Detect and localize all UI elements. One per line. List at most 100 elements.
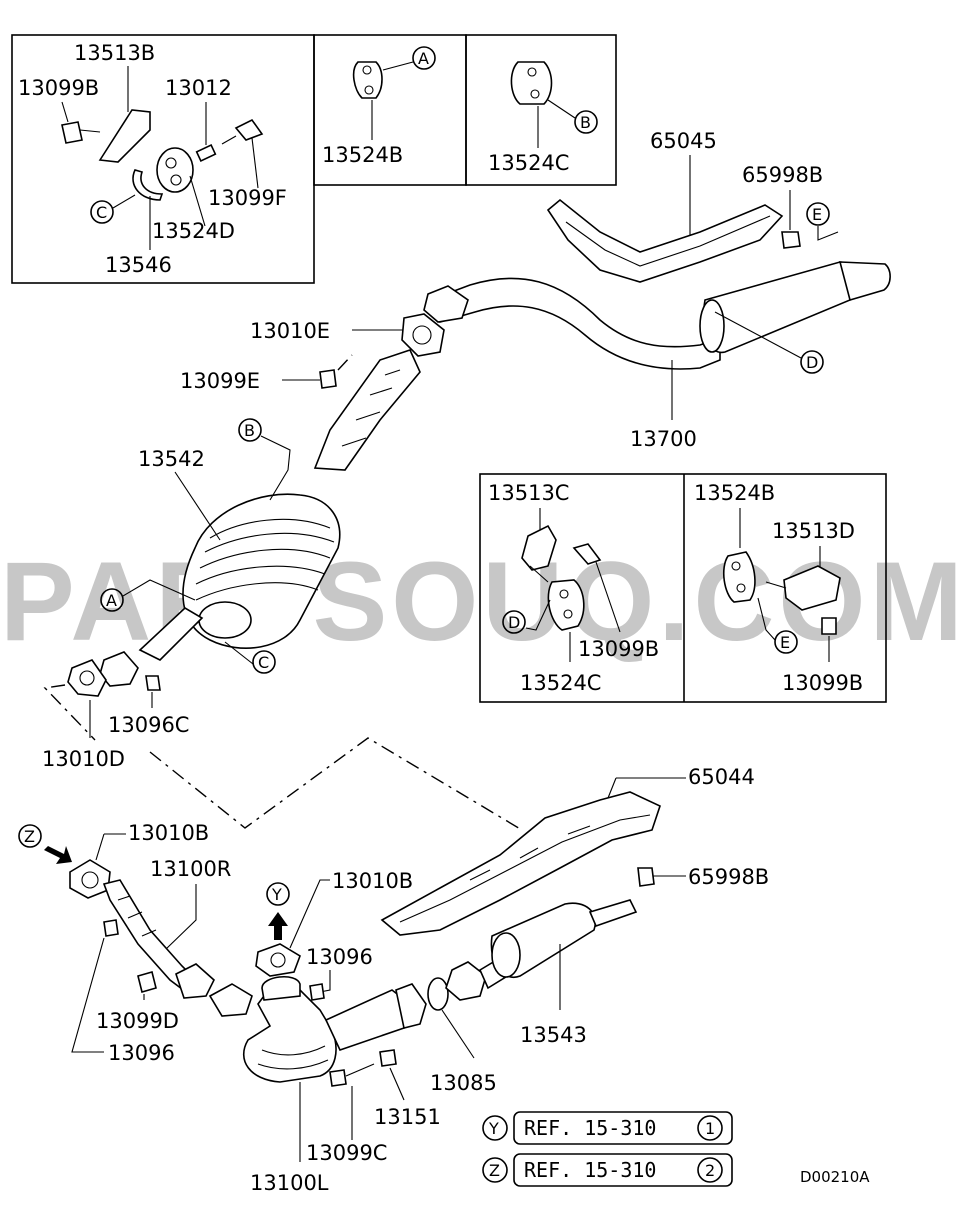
heat-shield-rib (565, 215, 771, 267)
part-label-13099C[interactable]: 13099C (306, 1141, 387, 1165)
part-label-13099B-rear-2[interactable]: 13099B (782, 671, 863, 695)
part-label-13096-left[interactable]: 13096 (108, 1041, 175, 1065)
gasket-ring-13085-shape (427, 977, 449, 1011)
dashed-guide (43, 684, 96, 741)
part-label-13542[interactable]: 13542 (138, 447, 205, 471)
pipe-corrugations (341, 369, 401, 447)
part-label-13010B-center[interactable]: 13010B (332, 869, 413, 893)
hanger-rod (260, 435, 291, 501)
part-label-13513B[interactable]: 13513B (74, 41, 155, 65)
bolt-shape (572, 543, 602, 565)
gasket-hole (81, 871, 99, 889)
part-label-13099D[interactable]: 13099D (96, 1009, 179, 1033)
gasket-13010E-shape (401, 313, 445, 357)
main-muffler-13700-shape (702, 261, 856, 354)
leader-line (757, 597, 776, 641)
muffler-end-cap (699, 299, 725, 353)
ref-number-circle-1 (697, 1115, 723, 1141)
marker-circle-C-mid (252, 650, 276, 674)
bolt-shank (79, 129, 101, 133)
flange-shape (208, 983, 253, 1017)
part-label-13096-center[interactable]: 13096 (306, 945, 373, 969)
part-label-13524D[interactable]: 13524D (152, 219, 235, 243)
gasket-13010B-center-shape (255, 943, 301, 977)
part-label-13099B-rear[interactable]: 13099B (578, 637, 659, 661)
flange-shape (395, 983, 427, 1029)
part-label-13513D[interactable]: 13513D (772, 519, 855, 543)
ref-text-Y[interactable]: REF. 15-310 (524, 1116, 656, 1140)
bolt-shank (221, 135, 237, 145)
bracket-13513C-shape (521, 524, 557, 571)
part-label-13546[interactable]: 13546 (105, 253, 172, 277)
silencer-outlet-pipe (588, 899, 638, 928)
rubber-hanger-13524B-shape (352, 61, 383, 99)
bolt-13099D-shape (137, 971, 157, 993)
marker-circle-E-rear (774, 630, 798, 654)
marker-circle-D-rear (502, 610, 526, 634)
part-label-65998B-lower[interactable]: 65998B (688, 865, 769, 889)
hanger-hole (530, 89, 540, 99)
leader-line (61, 101, 69, 123)
bolt-shape (234, 118, 264, 141)
part-label-65998B[interactable]: 65998B (742, 163, 823, 187)
y-pipe-13100L-shape (242, 987, 337, 1083)
part-label-13524B[interactable]: 13524B (322, 143, 403, 167)
part-label-13010E[interactable]: 13010E (250, 319, 330, 343)
part-label-13099B[interactable]: 13099B (18, 76, 99, 100)
gasket-13010B-shape (69, 859, 111, 899)
ref-text-Z[interactable]: REF. 15-310 (524, 1158, 656, 1182)
leader-line (164, 884, 197, 951)
part-label-13524C[interactable]: 13524C (488, 151, 569, 175)
part-label-65045[interactable]: 65045 (650, 129, 717, 153)
tail-tip-shape (838, 261, 891, 301)
ref-box-Z (513, 1153, 733, 1187)
part-label-13010B[interactable]: 13010B (128, 821, 209, 845)
hanger-hole (527, 67, 537, 77)
nut-shape (781, 231, 801, 249)
part-label-13085[interactable]: 13085 (430, 1071, 497, 1095)
muffler-ribs (195, 518, 335, 601)
marker-label-D: D (806, 353, 818, 372)
part-label-13100R[interactable]: 13100R (150, 857, 231, 881)
ref-number-circle-2 (697, 1157, 723, 1183)
part-label-13100L[interactable]: 13100L (250, 1171, 329, 1195)
marker-label-E: E (812, 205, 822, 224)
marker-label-A-mid: A (106, 591, 117, 610)
tailpipe-13700-shape (428, 277, 721, 370)
part-label-13524C-rear[interactable]: 13524C (520, 671, 601, 695)
part-label-13524B-rear[interactable]: 13524B (694, 481, 775, 505)
part-label-13543[interactable]: 13543 (520, 1023, 587, 1047)
part-label-13700[interactable]: 13700 (630, 427, 697, 451)
marker-circle-B-mid (238, 418, 262, 442)
ref-number-2: 2 (705, 1161, 715, 1180)
marker-circle-C (90, 200, 114, 224)
marker-circle-E-top (806, 202, 830, 226)
clamp-shape (132, 169, 164, 201)
leader-line (607, 777, 617, 799)
part-label-13151[interactable]: 13151 (374, 1105, 441, 1129)
gasket-hole (79, 670, 95, 686)
flange-13700-shape (423, 285, 469, 323)
rubber-hanger-13524B-rear-shape (722, 551, 756, 603)
pin-shape (195, 144, 217, 162)
part-label-13099F[interactable]: 13099F (208, 186, 287, 210)
part-label-13096C[interactable]: 13096C (108, 713, 189, 737)
part-label-13010D[interactable]: 13010D (42, 747, 125, 771)
leader-line (525, 599, 551, 631)
diagram-code: D00210A (800, 1168, 870, 1186)
hanger-hole (362, 65, 372, 75)
silencer-end-cap (491, 932, 521, 978)
part-label-13513C[interactable]: 13513C (488, 481, 569, 505)
bolt-shank (345, 1063, 375, 1077)
marker-label-D-rear: D (508, 613, 520, 632)
hanger-rod (122, 579, 196, 601)
leader-line (112, 194, 136, 209)
rubber-hanger-13524C-shape (510, 61, 553, 105)
part-label-13012[interactable]: 13012 (165, 76, 232, 100)
leader-line (71, 937, 105, 1053)
part-label-65044[interactable]: 65044 (688, 765, 755, 789)
marker-circle-Y (266, 882, 290, 906)
part-label-13099E[interactable]: 13099E (180, 369, 260, 393)
